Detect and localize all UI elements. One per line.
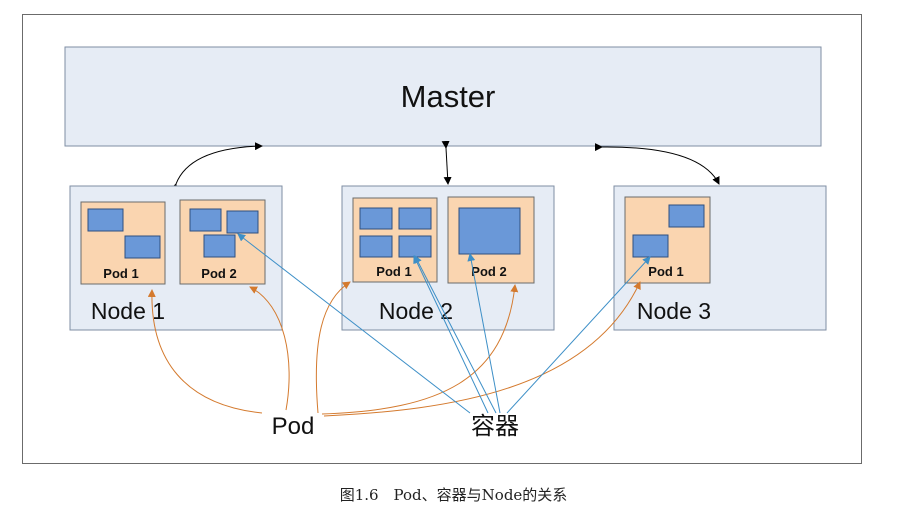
container-arrow-node2-pod2	[467, 253, 501, 414]
node-1-pod-2-label: Pod 2	[201, 266, 236, 281]
node-2-pod-2-label: Pod 2	[471, 264, 506, 279]
container	[398, 207, 432, 230]
master-label: Master	[401, 79, 496, 114]
pod-arrow-node2-pod1	[315, 281, 351, 414]
container	[203, 234, 236, 258]
container-arrow-node2-pod1-a	[413, 255, 489, 414]
container-pointer-arrows	[237, 233, 651, 414]
pod-legend-label: Pod	[272, 413, 315, 440]
container	[189, 208, 222, 232]
node-3: Pod 1 Node 3	[613, 185, 827, 331]
container-arrow-node3	[506, 256, 651, 414]
master-node3-arrow	[594, 143, 720, 185]
figure-caption: 图1.6 Pod、容器与Node的关系	[339, 486, 568, 504]
pod-arrow-node1-pod2	[249, 286, 290, 411]
node-1: Pod 1 Pod 2 Node 1	[69, 185, 283, 331]
node-3-label: Node 3	[637, 298, 711, 324]
container	[458, 207, 521, 255]
node-1-pod-1-label: Pod 1	[103, 266, 138, 281]
node-2-label: Node 2	[379, 298, 453, 324]
container	[632, 234, 669, 258]
container-arrow-node2-pod1-b	[414, 255, 497, 414]
container	[359, 235, 393, 258]
pod-arrow-node3-pod1	[323, 281, 641, 417]
master-node1-arrow	[169, 142, 263, 192]
container	[398, 235, 432, 258]
node-3-pod-1-label: Pod 1	[648, 264, 683, 279]
pod-arrow-node1-pod1	[147, 289, 263, 414]
master-node2-arrow	[441, 140, 452, 185]
node-2-pod-1-label: Pod 1	[376, 264, 411, 279]
container	[359, 207, 393, 230]
container	[668, 204, 705, 228]
container-arrow-node1	[237, 233, 471, 414]
pod-pointer-arrows	[147, 281, 641, 417]
container	[226, 210, 259, 234]
pod-arrow-node2-pod2	[321, 284, 519, 415]
container	[124, 235, 161, 259]
master-panel	[64, 46, 822, 147]
container	[87, 208, 124, 232]
container-legend-label: 容器	[471, 412, 519, 440]
node-2: Pod 1 Pod 2 Node 2	[341, 185, 555, 331]
